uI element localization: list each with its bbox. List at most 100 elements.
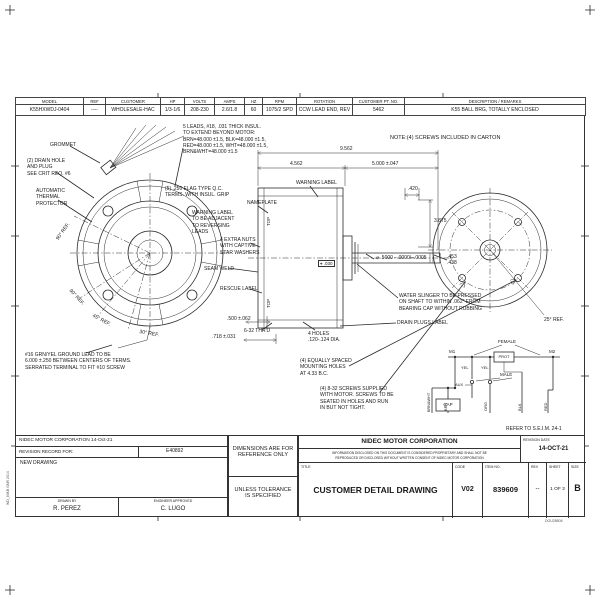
note-thermal-protector: AUTOMATIC THERMAL PROTECTOR xyxy=(36,188,68,207)
title-row: TITLE CUSTOMER DETAIL DRAWING CODE V02 I… xyxy=(299,463,586,518)
spec-header-model: MODEL xyxy=(15,97,84,105)
wiring-m1-label: M1 xyxy=(449,349,456,354)
rev-value: -- xyxy=(535,486,540,492)
note-ground-lead: #16 GRN/YEL GROUND LEAD TO BE 6.000 ±.25… xyxy=(25,352,132,371)
spec-header-rotation: ROTATION xyxy=(296,97,353,105)
revision-company-date: NIDEC MOTOR CORPORATION 14-Oct-21 xyxy=(19,438,113,443)
right-end-view xyxy=(428,188,552,316)
item-cell: ITEM NO. 839609 xyxy=(483,463,529,518)
wiring-org-label: ORG xyxy=(483,401,488,411)
code-value: V02 xyxy=(461,486,474,493)
spec-header-volts: VOLTS xyxy=(184,97,215,105)
dimensions-note-block: DIMENSIONS ARE FOR REFERENCE ONLY UNLESS… xyxy=(228,435,298,517)
side-view xyxy=(248,187,455,329)
edge-vertical-code: WD_84KB GNR 2014 xyxy=(6,471,10,505)
corner-code: DOU28506 xyxy=(545,519,563,523)
approved-by-label: ENGINEER APPROVED xyxy=(153,499,193,503)
wiring-prot-label: PROT xyxy=(498,354,510,359)
revision-divider-1 xyxy=(16,446,227,447)
tolerance-note: UNLESS TOLERANCE IS SPECIFIED xyxy=(234,487,292,499)
note-carton: NOTE:(4) SCREWS INCLUDED IN CARTON xyxy=(390,135,501,141)
wiring-aux-label: AUX xyxy=(455,382,464,387)
spec-header-rpm: RPM xyxy=(262,97,297,105)
note-drain-hole: (2) DRAIN HOLE AND PLUG SEE CRIT REQ. #6 xyxy=(27,158,71,177)
note-nameplate: NAMEPLATE xyxy=(247,200,277,206)
spec-rotation: CCW LEAD END, REV xyxy=(296,104,353,116)
spec-ref: ---- xyxy=(83,104,106,116)
wiring-brn-label: BRN xyxy=(443,402,448,411)
spec-customer-pt: 5462 xyxy=(352,104,405,116)
spec-customer: WHOLESALE-HAC xyxy=(105,104,161,116)
wiring-male-label: MALE xyxy=(500,372,513,377)
code-label: CODE xyxy=(455,464,466,469)
revision-date-cell: REVISION DATE 14-OCT-21 xyxy=(521,436,586,463)
title-block: NIDEC MOTOR CORPORATION INFORMATION DISC… xyxy=(298,435,586,518)
rev-cell: REV -- xyxy=(529,463,547,518)
spec-amps: 2.6/1.8 xyxy=(214,104,245,116)
note-drain-plugs-label: DRAIN PLUGS LABEL xyxy=(397,320,448,326)
feature-control-frame: ⌖ .030 xyxy=(318,260,335,267)
spec-header-customer: CUSTOMER xyxy=(105,97,161,105)
spec-value-row: K55HXWDJ-0404 ---- WHOLESALE-HAC 1/3-1/6… xyxy=(15,104,586,116)
dim-shaft-extension: 5.000 ±.047 xyxy=(372,161,399,167)
spec-hz: 60 xyxy=(244,104,263,116)
dim-overall-length: 9.562 xyxy=(340,146,353,152)
note-qc-terminals: (5) .250 FLAG TYPE Q.C. TERMS. WITH INSU… xyxy=(165,186,230,199)
dim-ref-25: 25° REF. xyxy=(544,317,564,323)
wiring-m2-label: M2 xyxy=(549,349,556,354)
wiring-female-label: FEMALE xyxy=(498,339,517,344)
revision-record-number: E40892 xyxy=(166,448,184,454)
dimensions-reference-note: DIMENSIONS ARE FOR REFERENCE ONLY xyxy=(229,436,297,477)
dim-shaft-diameter: ⌀ .5000 −.0000/−.0005 xyxy=(376,255,427,261)
item-label: ITEM NO. xyxy=(485,464,501,469)
crop-marks xyxy=(5,5,595,595)
wiring-cap-label: CAP xyxy=(443,402,453,407)
size-cell: SIZE B xyxy=(569,463,586,518)
note-four-holes: 4 HOLES .120-.124 DIA. xyxy=(308,331,341,344)
revision-date-label: REVISION DATE xyxy=(523,437,550,442)
sheet-label: SHEET xyxy=(549,464,561,469)
note-refer-seim: REFER TO S.E.I.M. 24-1 xyxy=(506,426,562,432)
spec-volts: 208-230 xyxy=(184,104,215,116)
note-mounting-holes: (4) EQUALLY SPACED MOUNTING HOLES AT 4.3… xyxy=(300,358,352,377)
revision-divider-2 xyxy=(16,457,227,458)
note-rescue-label: RESCUE LABEL xyxy=(220,286,258,292)
wiring-yel-label-1: YEL xyxy=(461,365,469,370)
dim-body-length: 4.562 xyxy=(290,161,303,167)
note-warning-label: WARNING LABEL xyxy=(296,180,337,186)
spec-header-amps: AMPS xyxy=(214,97,245,105)
grommet-and-leads xyxy=(100,124,185,349)
spec-table: MODEL REF CUSTOMER HP VOLTS AMPS HZ RPM … xyxy=(15,97,586,116)
dim-420: .420 xyxy=(408,186,418,192)
dimension-lines xyxy=(244,150,438,344)
title-block-company: NIDEC MOTOR CORPORATION xyxy=(299,436,521,449)
wiring-yel-label-2: YEL xyxy=(481,365,489,370)
dim-718: .718 ±.031 xyxy=(212,334,236,340)
title-label: TITLE xyxy=(301,464,311,469)
title-cell: TITLE CUSTOMER DETAIL DRAWING xyxy=(299,463,453,518)
drawn-by-label: DRAWN BY xyxy=(57,499,77,503)
drawing-title: CUSTOMER DETAIL DRAWING xyxy=(313,485,438,495)
leader-lines xyxy=(55,145,516,393)
dim-500: .500 ±.062 xyxy=(227,316,251,322)
signature-row: DRAWN BY R. PEREZ ENGINEER APPROVED C. L… xyxy=(16,497,227,516)
note-seam-weld: SEAM WELD xyxy=(204,266,235,272)
code-cell: CODE V02 xyxy=(453,463,483,518)
wiring-red-label: RED xyxy=(543,402,548,411)
size-value: B xyxy=(574,483,581,493)
spec-header-ref: REF xyxy=(83,97,106,105)
dim-groove: .453 .438 xyxy=(447,254,457,267)
wiring-brnwht-label: BRN&WHT xyxy=(427,392,431,412)
revision-entry: NEW DRAWING xyxy=(20,460,58,466)
sheet-cell: SHEET 1 OF 3 xyxy=(547,463,569,518)
spec-header-hz: HZ xyxy=(244,97,263,105)
wiring-schematic xyxy=(431,344,560,413)
note-threaded: 6-32 THR'D xyxy=(244,328,271,334)
label-top-2: TOP xyxy=(266,298,271,308)
spec-header-customer-pt: CUSTOMER PT. NO. xyxy=(352,97,405,105)
note-water-slinger: WATER SLINGER TO BE PRESSED ON SHAFT TO … xyxy=(399,293,482,312)
spec-description: K55 BALL BRG, TOTALLY ENCLOSED xyxy=(404,104,586,116)
item-number: 839609 xyxy=(492,485,519,494)
wiring-blk-label: BLK xyxy=(517,403,522,411)
